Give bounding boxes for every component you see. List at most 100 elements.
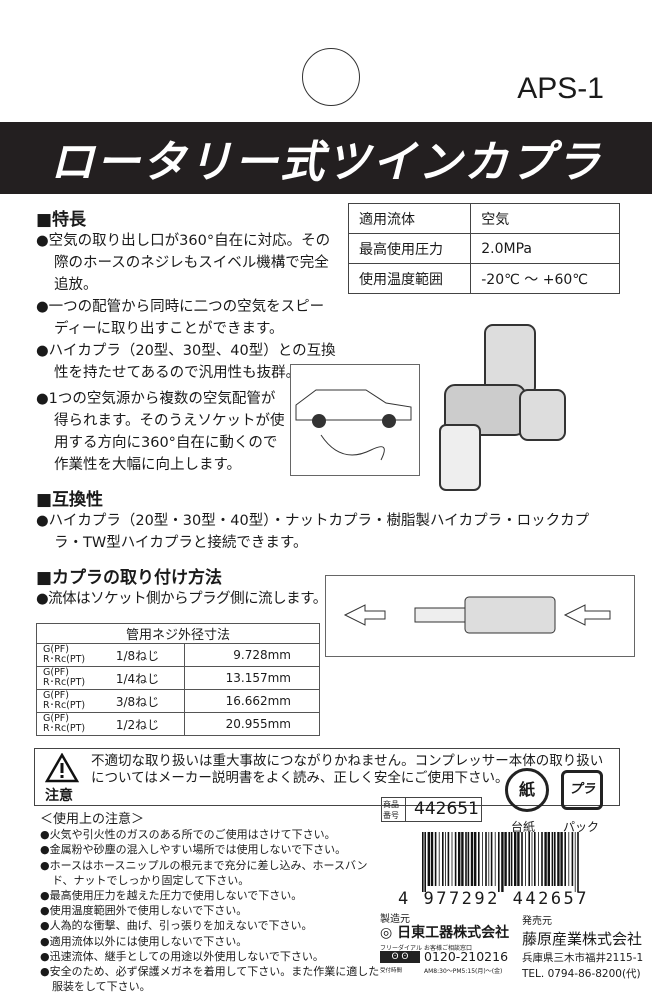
barcode-bar	[465, 832, 467, 886]
note-item: ●迅速流体、継手としての用途以外使用しないで下さい。	[40, 949, 324, 963]
barcode-bar	[528, 832, 530, 886]
usage-illustration	[290, 364, 420, 476]
barcode-bar	[434, 832, 437, 886]
barcode-bar	[482, 832, 483, 886]
feature-item: ●空気の取り出し口が360°自在に対応。その際のホースのネジレもスイベル機構で完…	[36, 233, 331, 293]
spec-label: 適用流体	[347, 203, 472, 234]
maker-logo-icon: ◎	[380, 925, 393, 941]
pipe-table-title: 管用ネジ外径寸法	[36, 623, 320, 644]
maker-name-row: ◎ 日東工器株式会社	[380, 922, 509, 942]
compat-heading: ■互換性	[36, 490, 104, 510]
maker-phone: 0120-210216	[424, 949, 509, 964]
note-item: ●金属粉や砂塵の混入しやすい場所では使用しないで下さい。	[40, 843, 347, 857]
plastic-recycle-icon: プラ	[561, 770, 603, 810]
hang-hole	[302, 48, 360, 106]
feature-item: ●一つの配管から同時に二つの空気をスピーディーに取り出すことができます。	[36, 299, 325, 337]
barcode-bar	[538, 832, 539, 886]
barcode-bar	[531, 832, 533, 886]
barcode-bar	[478, 832, 480, 886]
thread-type: G(PF) R･Rc(PT)	[35, 689, 110, 713]
support-window-label: お客様ご相談窓口	[424, 945, 473, 952]
barcode-bar	[451, 832, 453, 886]
barcode-bar	[560, 832, 563, 886]
note-item: ●適用流体以外には使用しないで下さい。	[40, 934, 248, 948]
barcode-bar	[510, 832, 513, 886]
thread-size: 1/4ねじ	[109, 666, 186, 690]
barcode-bar	[525, 832, 526, 886]
mount-text: ●流体はソケット側からプラグ側に流します。	[36, 591, 327, 607]
product-number: 442651	[414, 799, 479, 819]
barcode-bar	[461, 832, 464, 886]
thread-diameter: 20.955mm	[184, 712, 320, 736]
product-title: ロータリー式ツインカプラ	[0, 122, 652, 194]
barcode-bar	[547, 832, 550, 886]
barcode-bar	[541, 832, 543, 886]
barcode-bar	[458, 832, 461, 886]
barcode-bar	[490, 832, 493, 886]
thread-size: 3/8ねじ	[109, 689, 186, 713]
product-number-label: 商品番号	[382, 798, 406, 821]
warning-label: 注意	[45, 788, 73, 804]
thread-type: G(PF) R･Rc(PT)	[35, 666, 110, 690]
thread-diameter: 16.662mm	[184, 689, 320, 713]
usage-notes: ＜使用上の注意＞ ●火気や引火性のガスのある所でのご使用はさけて下さい。 ●金属…	[40, 812, 380, 994]
maker-hours: AM8:30〜PM5:15(月)〜(金)	[424, 968, 503, 975]
barcode-bar	[574, 832, 576, 892]
spec-value: 2.0MPa	[470, 233, 620, 264]
barcode-bar	[445, 832, 446, 886]
barcode-bar	[427, 832, 430, 886]
free-dial-logo-icon: ʘ ʘ	[380, 951, 420, 963]
barcode-bar	[508, 832, 510, 886]
paper-label: 台紙	[511, 820, 536, 834]
compat-section: ■互換性 ●ハイカプラ（20型・30型・40型）・ナットカプラ・樹脂製ハイカプラ…	[36, 485, 616, 554]
mount-heading: ■カプラの取り付け方法	[36, 568, 223, 588]
barcode-bar	[494, 832, 496, 886]
thread-size: 1/2ねじ	[109, 712, 186, 736]
paper-recycle-icon: 紙	[505, 768, 549, 812]
barcode-bar	[577, 832, 579, 892]
warning-triangle-icon	[45, 753, 79, 783]
feature-item: ●ハイカプラ（20型、30型、40型）との互換性を持たせてあるので汎用性も抜群。	[36, 343, 336, 381]
barcode-bar	[447, 832, 450, 886]
notes-heading: ＜使用上の注意＞	[40, 812, 145, 827]
barcode-bar	[454, 832, 457, 886]
compat-text: ●ハイカプラ（20型・30型・40型）・ナットカプラ・樹脂製ハイカプラ・ロックカ…	[36, 513, 590, 551]
spec-value: 空気	[470, 203, 620, 234]
mount-section: ■カプラの取り付け方法 ●流体はソケット側からプラグ側に流します。	[36, 563, 327, 610]
seller-address: 兵庫県三木市福井2115-1	[522, 952, 644, 964]
barcode-bar	[438, 832, 440, 886]
note-item: ●安全のため、必ず保護メガネを着用して下さい。また作業に適した服装をして下さい。	[40, 965, 380, 994]
features-section: ■特長 ●空気の取り出し口が360°自在に対応。その際のホースのネジレもスイベル…	[36, 205, 336, 476]
barcode-bar	[568, 832, 570, 886]
barcode-bar	[534, 832, 536, 886]
spec-label: 最高使用圧力	[347, 233, 472, 264]
warning-box: 注意 不適切な取り扱いは重大事故につながりかねません。コンプレッサー本体の取り扱…	[34, 748, 620, 806]
maker-label: 製造元	[380, 914, 410, 925]
spec-value: -20℃ 〜 +60℃	[470, 263, 620, 294]
spec-label: 使用温度範囲	[347, 263, 472, 294]
barcode-bar	[467, 832, 470, 886]
car-compressor-icon	[295, 389, 412, 461]
product-number-box: 商品番号 442651	[381, 797, 482, 822]
barcode-bar	[564, 832, 566, 886]
barcode-bar	[557, 832, 560, 886]
barcode-bar	[442, 832, 444, 886]
barcode-bar	[521, 832, 523, 886]
barcode-number: 4 977292 442657	[398, 889, 590, 909]
barcode-bar	[544, 832, 547, 886]
barcode-bar	[422, 832, 424, 892]
seller-name: 藤原産業株式会社	[522, 930, 643, 948]
barcode-bar	[470, 832, 474, 886]
barcode-bar	[514, 832, 517, 886]
barcode-bar	[504, 832, 507, 886]
note-item: ●人為的な衝撃、曲げ、引っ張りを加えないで下さい。	[40, 919, 313, 933]
barcode-bar	[551, 832, 554, 886]
seller-label: 発売元	[522, 916, 552, 927]
warning-text: 不適切な取り扱いは重大事故につながりかねません。コンプレッサー本体の取り扱いにつ…	[91, 753, 604, 786]
barcode-bar	[430, 832, 434, 886]
model-number: APS-1	[517, 72, 604, 105]
free-dial-label: フリーダイアル	[380, 945, 422, 952]
barcode-bar	[424, 832, 426, 892]
features-heading: ■特長	[36, 210, 87, 230]
